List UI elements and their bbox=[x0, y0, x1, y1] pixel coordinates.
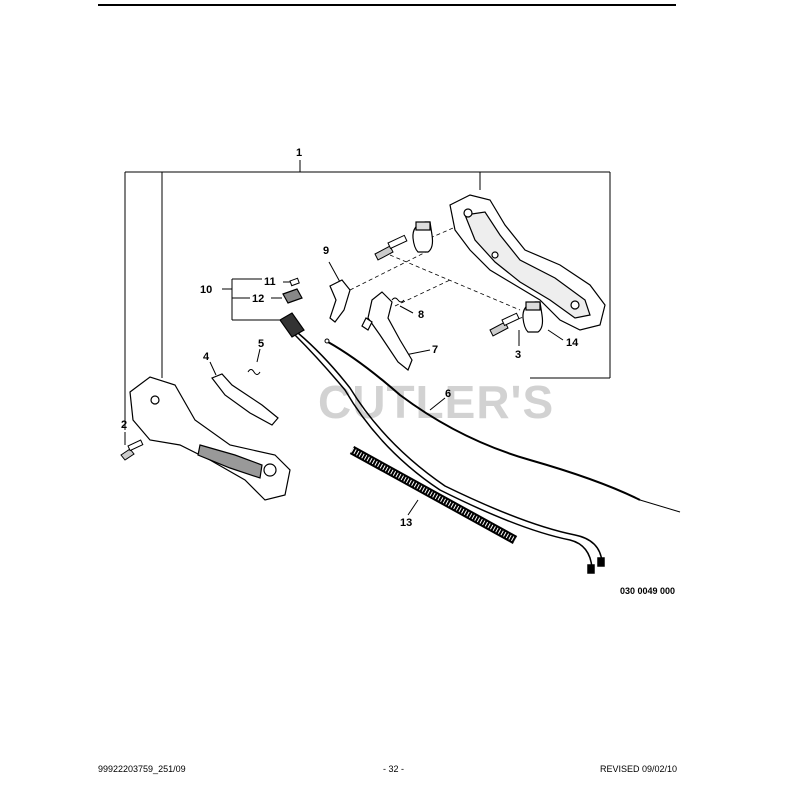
callout-2: 2 bbox=[121, 419, 127, 431]
header-rule bbox=[98, 4, 676, 6]
footer-document-number: 99922203759_251/09 bbox=[98, 764, 186, 774]
callout-4: 4 bbox=[203, 351, 210, 363]
throttle-cable-6 bbox=[324, 338, 681, 513]
callout-1-bracket bbox=[124, 160, 611, 430]
callout-12: 12 bbox=[252, 293, 264, 305]
clamp-parts bbox=[412, 221, 544, 333]
callout-14: 14 bbox=[566, 337, 579, 349]
spring-5 bbox=[247, 369, 261, 375]
lever-9 bbox=[329, 279, 351, 323]
callout-7: 7 bbox=[432, 344, 438, 356]
callout-13: 13 bbox=[400, 517, 412, 529]
handle-housing-left bbox=[129, 376, 291, 501]
switch-12 bbox=[282, 288, 303, 304]
footer-page-number: - 32 - bbox=[383, 764, 405, 774]
throttle-trigger-7 bbox=[361, 291, 413, 371]
callout-3: 3 bbox=[515, 349, 521, 361]
callout-8: 8 bbox=[418, 309, 424, 321]
callout-5: 5 bbox=[258, 338, 264, 350]
spring-8 bbox=[391, 297, 405, 303]
footer-revision: REVISED 09/02/10 bbox=[600, 764, 678, 774]
leader-lines bbox=[124, 261, 564, 516]
callout-10: 10 bbox=[200, 284, 212, 296]
handle-housing-right bbox=[449, 194, 606, 331]
corrugated-tube-13 bbox=[349, 446, 518, 544]
callout-6: 6 bbox=[445, 388, 451, 400]
throttle-lock-4 bbox=[211, 373, 279, 426]
callout-11: 11 bbox=[264, 276, 276, 288]
stop-switch-wires bbox=[294, 332, 605, 574]
switch-block-10 bbox=[279, 312, 305, 338]
screws bbox=[120, 234, 520, 461]
figure-code: 030 0049 000 bbox=[620, 586, 676, 596]
callout-9: 9 bbox=[323, 245, 329, 257]
callout-10-bracket bbox=[222, 278, 280, 321]
callout-1: 1 bbox=[296, 147, 302, 159]
